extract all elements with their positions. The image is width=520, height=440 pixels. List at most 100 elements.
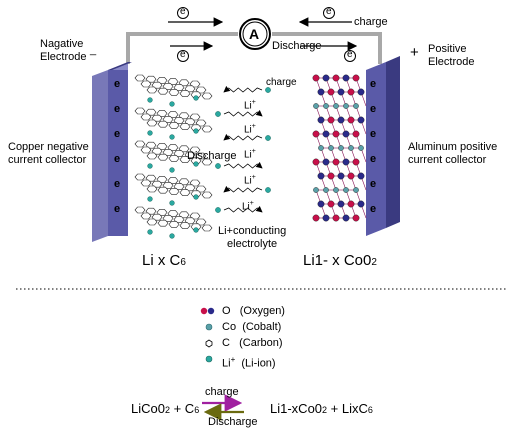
positive-electrode-label: Positive Electrode [428, 43, 475, 68]
graphite-layer [134, 173, 213, 206]
oxygen-atom [337, 200, 345, 208]
legend-cobalt: Co (Cobalt) [222, 321, 282, 333]
cobalt-atom [348, 145, 354, 151]
li-ion-dot [169, 233, 175, 239]
oxygen-atom [347, 200, 355, 208]
carbon-ring [179, 189, 191, 196]
li-ion-label: Li+ [244, 123, 256, 136]
oxygen-atom [327, 172, 335, 180]
ammeter [239, 18, 271, 50]
equation-left: LiCo02 + C6 [131, 401, 200, 416]
graphite-layer [134, 74, 213, 107]
carbon-ring [201, 158, 213, 166]
oxygen-atom [327, 88, 335, 96]
equation-discharge-label: Discharge [208, 416, 258, 428]
cobalt-atom [333, 187, 339, 193]
electron-symbol: e [347, 49, 353, 60]
li-ion-dot [193, 227, 199, 233]
cobalt-atom [328, 145, 334, 151]
carbon-ring [201, 125, 213, 133]
oxygen-atom [317, 88, 325, 96]
cobalt-atom [333, 103, 339, 109]
carbon-ring [201, 92, 213, 100]
oxygen-atom [312, 74, 320, 82]
carbon-ring [146, 119, 158, 127]
oxygen-atom [342, 130, 350, 138]
legend-oxygen: O (Oxygen) [222, 305, 285, 317]
ion-flow-arrow [223, 109, 263, 117]
carbon-ring [168, 188, 180, 195]
carbon-ring [179, 90, 191, 97]
carbon-ring [146, 152, 158, 160]
cobalt-atom [313, 187, 319, 193]
ion-flow-arrow [223, 185, 263, 193]
li-ion-dot [215, 163, 221, 169]
oxygen-atom [357, 172, 365, 180]
carbon-ring [201, 191, 213, 199]
electrode-electron: e [370, 103, 377, 115]
oxygen-atom [327, 116, 335, 124]
li-ion-label: Li+ [244, 174, 256, 187]
li-ion-dot [147, 97, 153, 103]
carbon-ring [157, 153, 169, 161]
li-ion-dot [193, 128, 199, 134]
oxygen-atom [327, 200, 335, 208]
oxygen-atom [337, 88, 345, 96]
oxygen-atom [347, 88, 355, 96]
aluminum-collector [366, 56, 400, 236]
carbon-ring [140, 212, 152, 220]
li-ion-dot [169, 134, 175, 140]
carbon-ring [179, 123, 191, 130]
oxygen-atom [332, 214, 340, 222]
li-ion-dot [147, 229, 153, 235]
electrode-electron: e [114, 153, 121, 165]
carbon-ring [168, 155, 180, 162]
ion-flow-arrow [223, 205, 263, 213]
li-ion-dot [215, 207, 221, 213]
electrode-electron: e [370, 78, 377, 90]
cobalt-atom [358, 145, 364, 151]
carbon-ring [140, 113, 152, 121]
carbon-ring [146, 218, 158, 226]
oxygen-atom [317, 116, 325, 124]
li-ion-dot [193, 95, 199, 101]
discharge-label-top: Discharge [272, 40, 322, 52]
carbon-ring [168, 89, 180, 96]
equation-charge-label: charge [205, 386, 239, 398]
oxygen-atom [332, 158, 340, 166]
carbon-ring [201, 224, 213, 232]
graphite-layer [134, 140, 213, 173]
oxygen-atom [342, 74, 350, 82]
ion-flow-arrow [223, 133, 263, 141]
cobalt-atom [353, 187, 359, 193]
carbon-ring [134, 74, 146, 82]
cobalt-atom [343, 187, 349, 193]
electrode-electron: e [114, 103, 121, 115]
electron-symbol: e [326, 6, 332, 17]
cathode-lattice [312, 74, 367, 222]
oxygen-atom [352, 130, 360, 138]
li-ion-dot [169, 101, 175, 107]
copper-collector-label: Copper negative current collector [8, 141, 89, 166]
graphite-layer [134, 206, 213, 239]
external-wire [126, 32, 382, 64]
oxygen-atom [352, 74, 360, 82]
cathode-formula: Li1- x Co02 [303, 252, 377, 269]
electron-symbol: e [180, 6, 186, 17]
li-ion-dot [147, 163, 153, 169]
carbon-ring [146, 185, 158, 193]
carbon-ring [168, 221, 180, 228]
li-ion-dot [147, 196, 153, 202]
carbon-ring [179, 222, 191, 229]
oxygen-atom [347, 172, 355, 180]
negative-sign: _ [90, 44, 97, 56]
electrode-electron: e [114, 178, 121, 190]
legend-icons [200, 307, 215, 363]
electrode-electron: e [114, 78, 121, 90]
electron-markers [177, 7, 356, 62]
electrode-electron: e [370, 128, 377, 140]
cobalt-atom [313, 103, 319, 109]
li-ion-dot [215, 111, 221, 117]
cobalt-atom [318, 145, 324, 151]
oxygen-atom [332, 74, 340, 82]
